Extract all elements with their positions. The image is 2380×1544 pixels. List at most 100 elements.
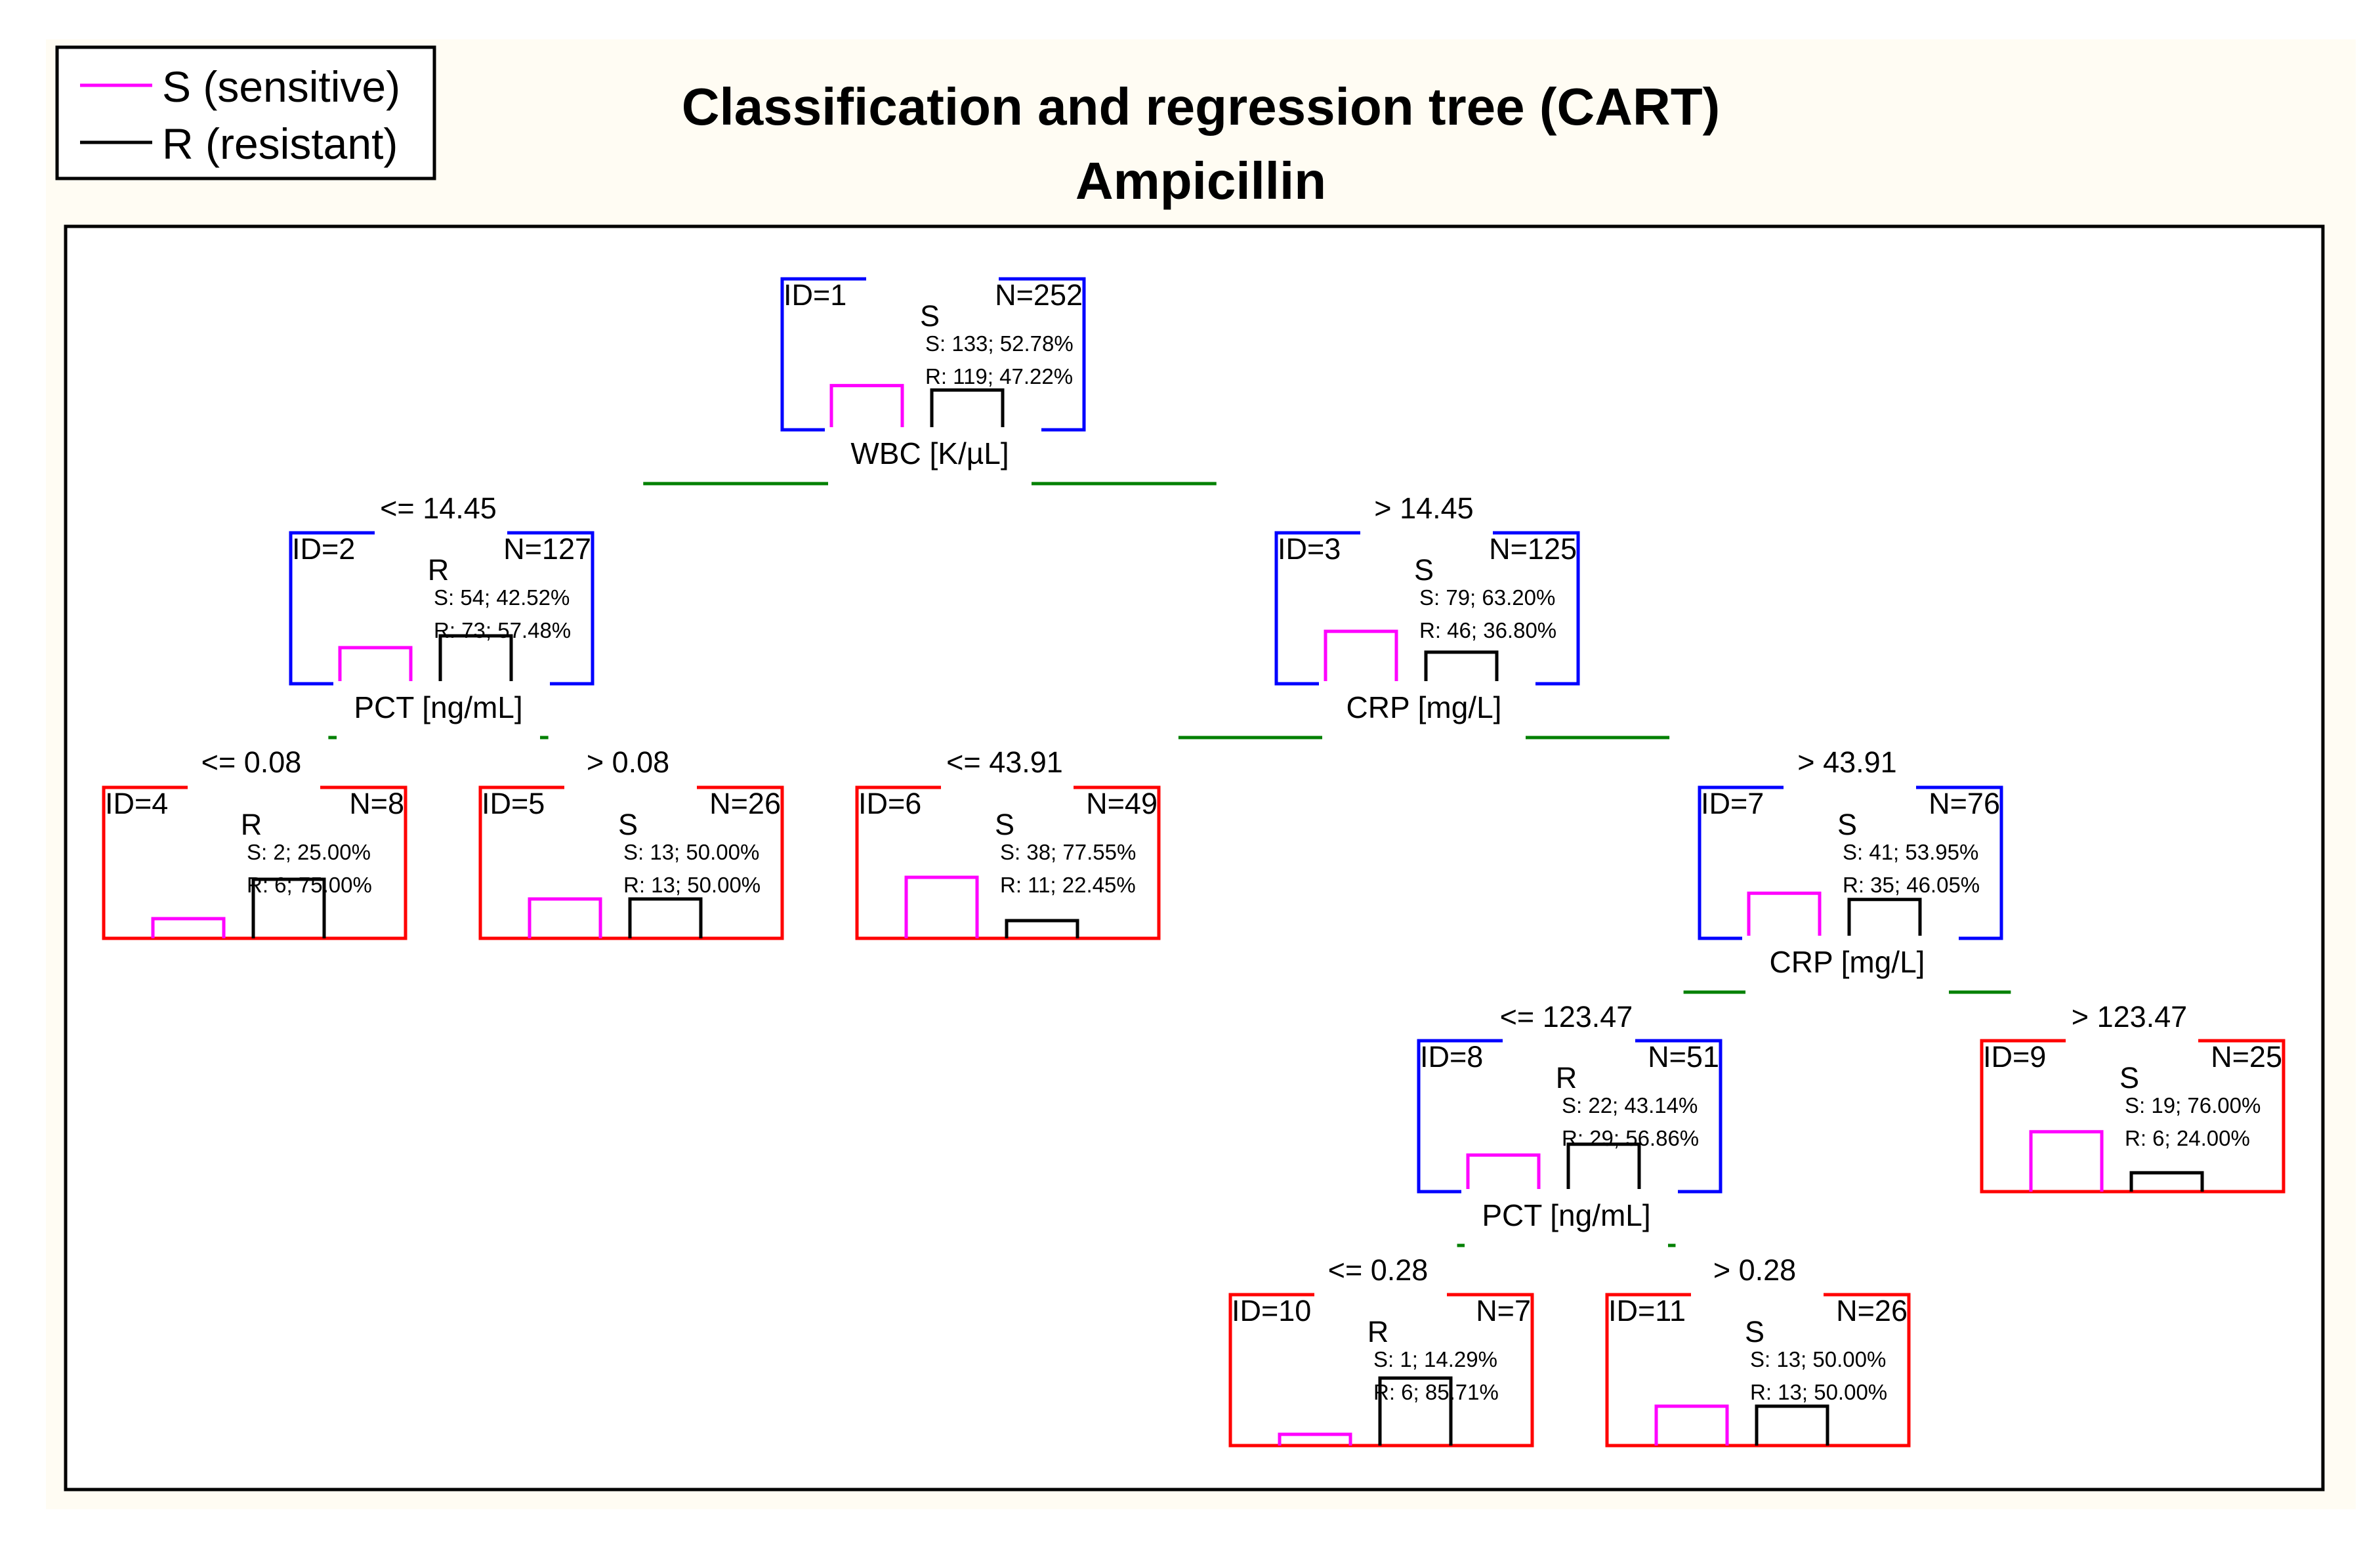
node-resistant-stat: R: 6; 85.71%	[1373, 1380, 1499, 1404]
split-edges: <= 43.91> 43.91	[946, 736, 1897, 779]
node-box	[780, 277, 1086, 432]
node-id-label: ID=5	[482, 787, 545, 820]
sensitive-bar	[1747, 891, 1822, 936]
node-id-label: ID=1	[783, 278, 846, 312]
node-sensitive-stat: S: 13; 50.00%	[1750, 1347, 1886, 1371]
resistant-bar	[1566, 1142, 1641, 1189]
node-box	[1274, 531, 1580, 686]
node-predicted-class: S	[995, 808, 1014, 841]
right-condition-label: > 0.28	[1713, 1253, 1796, 1287]
node-id-label: ID=10	[1232, 1294, 1311, 1327]
left-condition-label: <= 123.47	[1500, 1000, 1633, 1033]
right-condition-label: > 14.45	[1374, 491, 1473, 525]
node-predicted-class: R	[428, 553, 449, 587]
node-count-label: N=7	[1476, 1294, 1531, 1327]
resistant-bar	[1847, 898, 1922, 936]
legend-resistant-label: R (resistant)	[162, 119, 398, 168]
legend-sensitive-label: S (sensitive)	[162, 62, 400, 111]
node-count-label: N=25	[2211, 1040, 2282, 1074]
node-sensitive-stat: S: 79; 63.20%	[1419, 585, 1555, 610]
split-variable-label: PCT [ng/mL]	[354, 690, 522, 724]
node-sensitive-stat: S: 13; 50.00%	[623, 840, 759, 864]
node-sensitive-stat: S: 2; 25.00%	[247, 840, 371, 864]
resistant-bar	[1755, 1404, 1829, 1446]
node-predicted-class: S	[920, 299, 940, 333]
node-sensitive-stat: S: 22; 43.14%	[1562, 1093, 1698, 1117]
sensitive-bar	[1278, 1432, 1352, 1446]
node-id-label: ID=2	[292, 532, 355, 566]
sensitive-bar	[338, 646, 413, 681]
node-count-label: N=76	[1929, 787, 2000, 820]
node-predicted-class: S	[2119, 1061, 2139, 1095]
resistant-bar	[438, 634, 513, 681]
legend-box	[55, 45, 436, 180]
node-resistant-stat: R: 11; 22.45%	[1000, 873, 1136, 897]
node-sensitive-stat: S: 1; 14.29%	[1373, 1347, 1497, 1371]
split-edges: <= 14.45> 14.45	[380, 482, 1474, 525]
node-id-label: ID=11	[1608, 1294, 1686, 1327]
resistant-bar	[2129, 1171, 2204, 1192]
node-id-label: ID=9	[1983, 1040, 2046, 1074]
left-condition-label: <= 0.28	[1328, 1253, 1429, 1287]
node-id-label: ID=7	[1701, 787, 1764, 820]
node-resistant-stat: R: 46; 36.80%	[1419, 618, 1556, 642]
node-resistant-stat: R: 13; 50.00%	[623, 873, 761, 897]
node-sensitive-stat: S: 38; 77.55%	[1000, 840, 1136, 864]
tree-edges: <= 14.45> 14.45<= 0.08> 0.08<= 43.91> 43…	[201, 482, 2187, 1287]
sensitive-bar	[904, 875, 979, 938]
sensitive-bar	[1466, 1153, 1541, 1189]
node-resistant-stat: R: 13; 50.00%	[1750, 1380, 1887, 1404]
node-count-label: N=26	[709, 787, 781, 820]
node-count-label: N=26	[1836, 1294, 1908, 1327]
node-count-label: N=8	[349, 787, 404, 820]
node-id-label: ID=6	[858, 787, 921, 820]
right-condition-label: > 0.08	[587, 745, 669, 779]
node-resistant-stat: R: 29; 56.86%	[1562, 1126, 1699, 1150]
node-resistant-stat: R: 35; 46.05%	[1843, 873, 1980, 897]
node-box	[1698, 785, 2003, 940]
sensitive-bar	[829, 384, 904, 427]
resistant-bar	[1378, 1376, 1453, 1446]
sensitive-bar	[1654, 1404, 1729, 1446]
node-sensitive-stat: S: 133; 52.78%	[925, 331, 1074, 356]
node-resistant-stat: R: 73; 57.48%	[434, 618, 571, 642]
plot-frame	[64, 224, 2325, 1492]
node-predicted-class: S	[1837, 808, 1857, 841]
node-id-label: ID=3	[1278, 532, 1341, 566]
resistant-bar	[1424, 650, 1499, 681]
node-predicted-class: R	[1556, 1061, 1577, 1095]
node-count-label: N=125	[1489, 532, 1577, 566]
node-resistant-stat: R: 6; 24.00%	[2125, 1126, 2250, 1150]
node-count-label: N=127	[503, 532, 591, 566]
chart-subtitle: Ampicillin	[1075, 152, 1326, 210]
sensitive-bar	[1324, 629, 1398, 681]
split-edges: <= 123.47 > 123.47	[1500, 990, 2187, 1033]
sensitive-bar	[151, 917, 226, 938]
node-sensitive-stat: S: 54; 42.52%	[434, 585, 570, 610]
resistant-bar	[930, 388, 1005, 427]
sensitive-bar	[528, 897, 602, 938]
node-resistant-stat: R: 119; 47.22%	[925, 364, 1073, 388]
split-variable-label: PCT [ng/mL]	[1482, 1198, 1650, 1232]
node-count-label: N=252	[995, 278, 1083, 312]
right-condition-label: > 43.91	[1797, 745, 1896, 779]
node-predicted-class: R	[1367, 1315, 1389, 1348]
right-condition-label: > 123.47	[2072, 1000, 2187, 1033]
node-id-label: ID=8	[1420, 1040, 1483, 1074]
node-box	[1417, 1039, 1722, 1194]
node-id-label: ID=4	[105, 787, 168, 820]
node-predicted-class: S	[1745, 1315, 1764, 1348]
split-variable-label: WBC [K/µL]	[850, 436, 1009, 470]
node-predicted-class: S	[1414, 553, 1434, 587]
node-count-label: N=49	[1086, 787, 1158, 820]
